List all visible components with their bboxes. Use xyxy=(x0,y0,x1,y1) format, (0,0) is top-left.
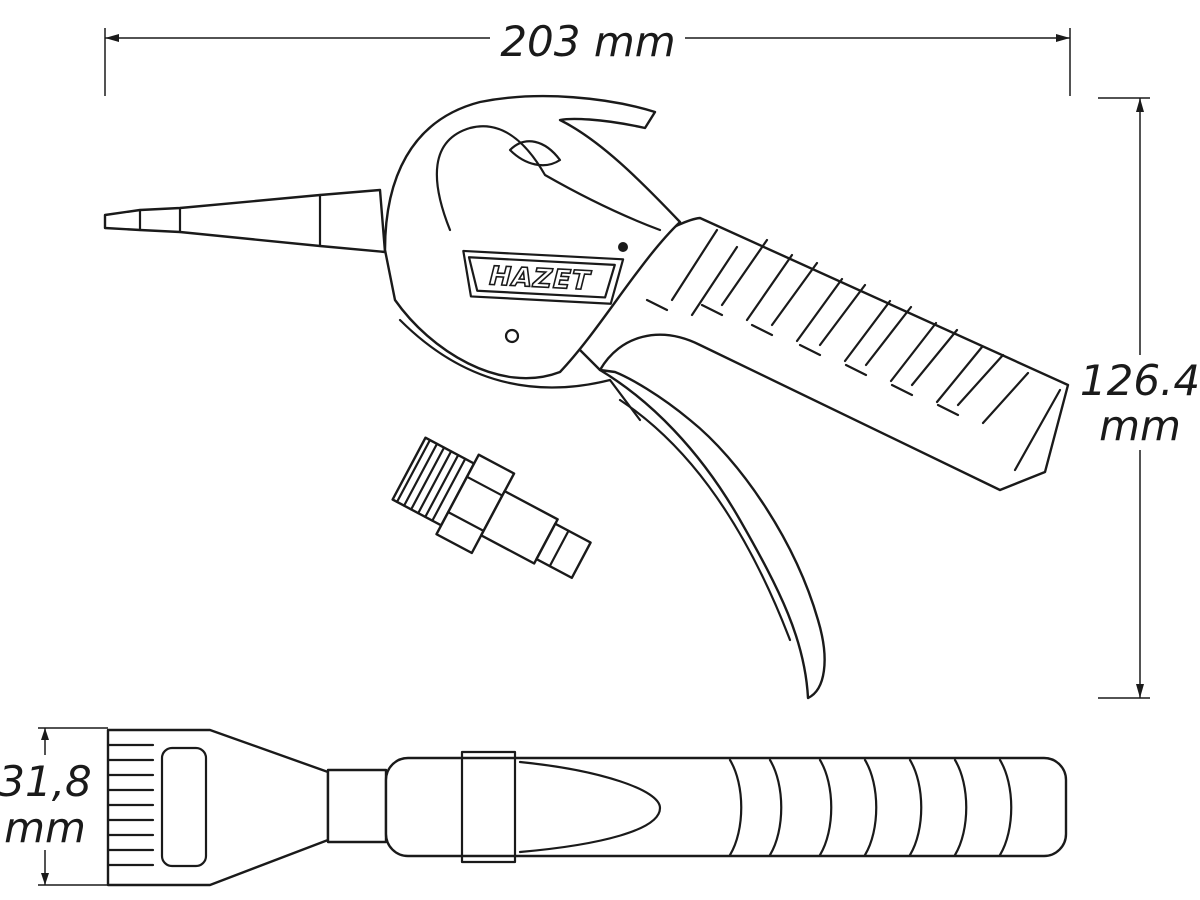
length-dimension: 203 mm xyxy=(104,17,1071,96)
width-dimension: 31,8 mm xyxy=(0,727,108,886)
trigger xyxy=(598,368,826,700)
blow-gun-top-view xyxy=(106,728,1068,887)
height-unit: mm xyxy=(1099,401,1181,450)
length-label: 203 mm xyxy=(500,17,675,66)
width-unit: mm xyxy=(4,803,86,852)
blow-gun-side-view: HAZET xyxy=(103,94,1070,700)
grip-ribs xyxy=(645,228,1030,425)
air-coupler-fitting xyxy=(391,436,592,580)
svg-text:HAZET: HAZET xyxy=(489,261,593,296)
height-value: 126.4 xyxy=(1080,356,1200,405)
nozzle xyxy=(103,188,387,254)
width-value: 31,8 xyxy=(0,757,92,806)
hazet-logo: HAZET xyxy=(462,249,625,305)
height-dimension: 126.4 mm xyxy=(1080,97,1200,699)
gun-body xyxy=(383,94,682,380)
